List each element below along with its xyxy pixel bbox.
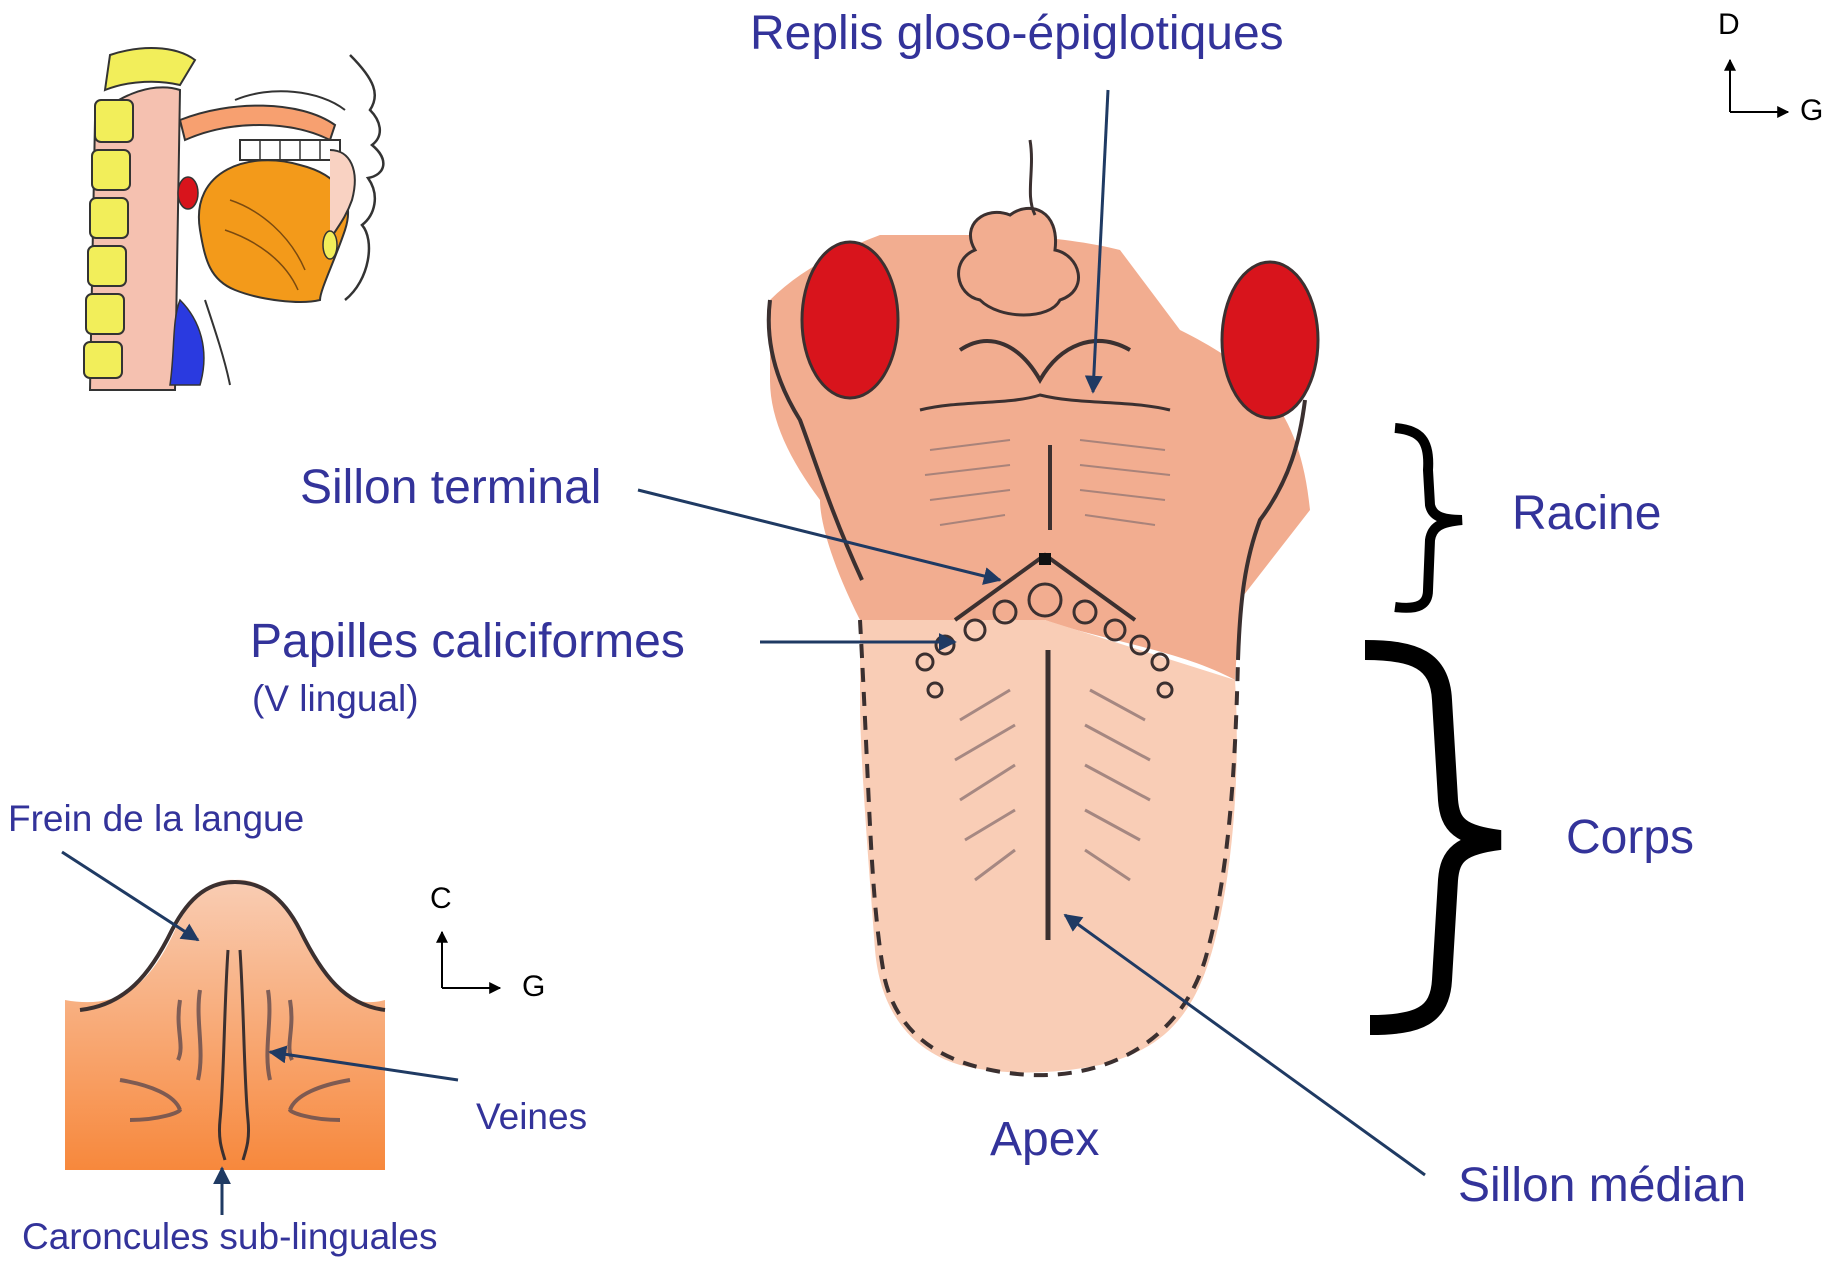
label-v-lingual: (V lingual) bbox=[252, 680, 419, 717]
label-apex: Apex bbox=[990, 1116, 1099, 1164]
braces bbox=[1365, 428, 1500, 1025]
tongue-underside-inset bbox=[65, 880, 385, 1170]
tongue-dorsal-view bbox=[769, 140, 1318, 1075]
label-papilles: Papilles caliciformes bbox=[250, 618, 685, 666]
axis-label-g-inset: G bbox=[522, 972, 545, 1002]
axis-label-c: C bbox=[430, 884, 452, 914]
sagittal-head-inset bbox=[84, 48, 383, 390]
label-frein: Frein de la langue bbox=[8, 800, 304, 837]
brace-racine bbox=[1395, 428, 1462, 608]
label-veines: Veines bbox=[476, 1098, 587, 1135]
label-caroncules: Caroncules sub-linguales bbox=[22, 1218, 437, 1255]
brace-corps bbox=[1365, 650, 1500, 1025]
axis-label-g-main: G bbox=[1800, 96, 1823, 126]
orientation-axes-inset bbox=[442, 932, 500, 988]
label-replis: Replis gloso-épiglotiques bbox=[750, 10, 1284, 58]
label-sillon-terminal: Sillon terminal bbox=[300, 464, 601, 512]
axis-label-d: D bbox=[1718, 10, 1740, 40]
label-racine: Racine bbox=[1512, 490, 1661, 538]
label-sillon-median: Sillon médian bbox=[1458, 1162, 1746, 1210]
label-corps: Corps bbox=[1566, 814, 1694, 862]
leader-frein bbox=[62, 852, 198, 940]
orientation-axes-main bbox=[1730, 60, 1788, 112]
